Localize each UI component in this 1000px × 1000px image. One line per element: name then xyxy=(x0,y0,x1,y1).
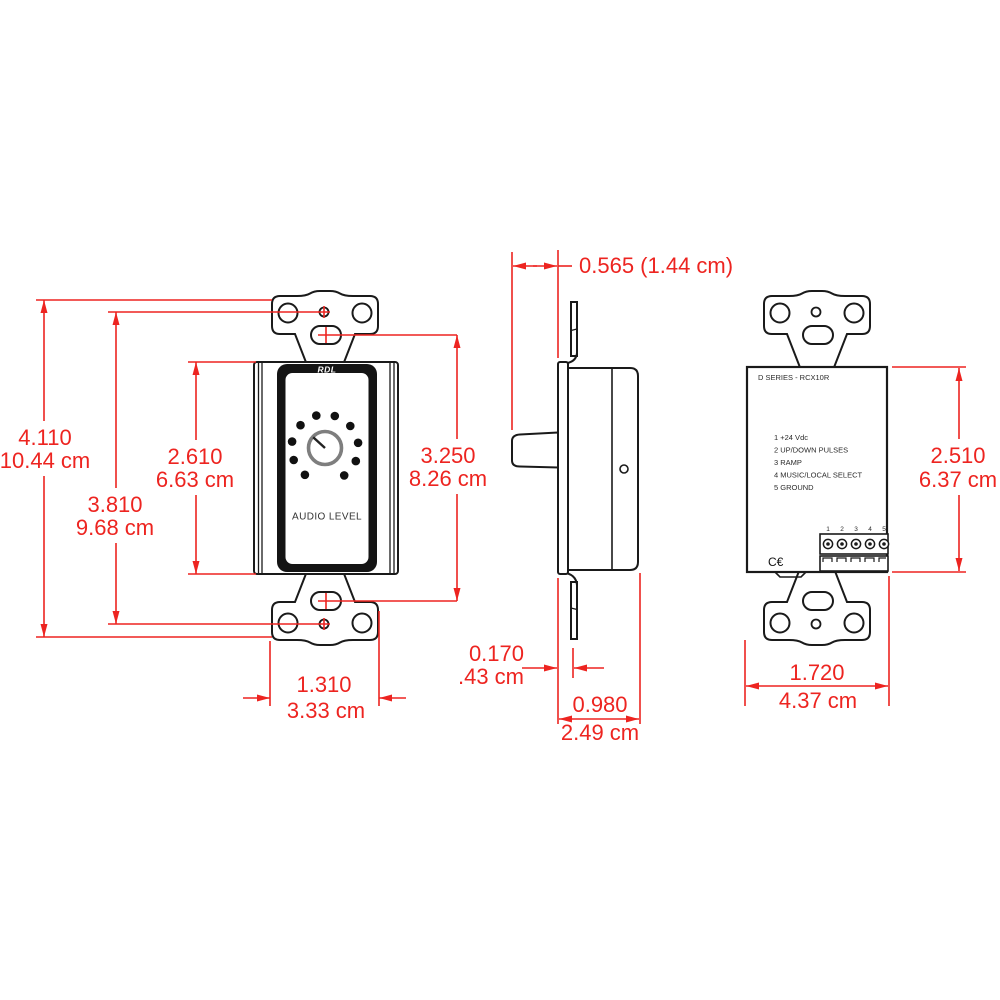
dim-slot-spacing: 3.250 8.26 cm xyxy=(334,334,487,602)
dim-text: 0.980 xyxy=(572,692,627,717)
pin-label: 5 GROUND xyxy=(774,483,814,492)
flange-tick xyxy=(570,328,578,332)
rear-top-mounting-ear xyxy=(763,290,871,371)
pin-label: 3 RAMP xyxy=(774,458,802,467)
dim-text: 2.610 xyxy=(167,444,222,469)
front-top-mounting-ear xyxy=(271,290,379,371)
dim-insert-height: 2.610 6.63 cm xyxy=(156,361,256,575)
brand-logo: RDL xyxy=(318,365,337,375)
dim-text: 8.26 cm xyxy=(409,466,487,491)
dim-text: 0.565 (1.44 cm) xyxy=(579,253,733,278)
terminal-number: 3 xyxy=(854,526,858,533)
dim-text: 3.33 cm xyxy=(287,698,365,723)
side-knob xyxy=(511,431,559,469)
side-body-hole xyxy=(619,464,629,474)
dim-text: 3.810 xyxy=(87,492,142,517)
model-label: D SERIES - RCX10R xyxy=(758,373,830,382)
side-plate-edge xyxy=(557,361,569,575)
ce-mark: C€ xyxy=(768,555,784,569)
rear-snap-tab xyxy=(774,571,807,578)
dim-hole-spacing: 3.810 9.68 cm xyxy=(76,311,319,625)
front-bottom-mounting-ear xyxy=(271,565,379,646)
dim-overall-height: 4.110 10.44 cm xyxy=(0,299,272,638)
terminal-number: 1 xyxy=(826,526,830,533)
side-view xyxy=(511,301,639,640)
rear-bottom-mounting-ear xyxy=(763,565,871,646)
audio-level-label: AUDIO LEVEL xyxy=(292,512,362,523)
dim-text: 1.720 xyxy=(789,660,844,685)
dim-text: 1.310 xyxy=(296,672,351,697)
dim-flange-offset: 0.170 .43 cm xyxy=(458,641,604,689)
dim-knob-depth: 0.565 (1.44 cm) xyxy=(511,250,733,430)
dimension-annotations: 4.110 10.44 cm 3.810 9.68 cm 2.610 6.63 … xyxy=(0,250,997,745)
level-knob xyxy=(287,411,363,480)
terminal-block: 1 2 3 4 5 xyxy=(819,526,890,572)
terminal-number: 2 xyxy=(840,526,844,533)
pin-label: 2 UP/DOWN PULSES xyxy=(774,446,848,455)
terminal-number: 5 xyxy=(882,526,886,533)
dim-text: 0.170 xyxy=(469,641,524,666)
flange-tick xyxy=(570,607,578,611)
front-panel-window xyxy=(285,373,369,564)
pin-label: 1 +24 Vdc xyxy=(774,433,808,442)
rear-view: D SERIES - RCX10R 1 +24 Vdc 2 UP/DOWN PU… xyxy=(745,290,890,646)
pin-legend: 1 +24 Vdc 2 UP/DOWN PULSES 3 RAMP 4 MUSI… xyxy=(774,433,862,492)
dim-text: 9.68 cm xyxy=(76,515,154,540)
dim-body-depth: 0.980 2.49 cm xyxy=(557,573,641,745)
side-body xyxy=(567,367,639,571)
dim-text: 10.44 cm xyxy=(0,448,90,473)
hole-center-marks xyxy=(318,306,334,630)
dim-strap-width: 1.310 3.33 cm xyxy=(243,611,406,723)
side-bottom-flange xyxy=(570,581,578,640)
pin-label: 4 MUSIC/LOCAL SELECT xyxy=(774,471,862,480)
dim-text: 4.37 cm xyxy=(779,688,857,713)
knob-pointer xyxy=(312,436,326,449)
dim-text: 6.37 cm xyxy=(919,467,997,492)
dim-text: 6.63 cm xyxy=(156,467,234,492)
dim-text: .43 cm xyxy=(458,664,524,689)
front-view: RDL AUDIO LEVEL xyxy=(253,290,399,646)
dim-text: 2.49 cm xyxy=(561,720,639,745)
dim-text: 3.250 xyxy=(420,443,475,468)
dim-text: 4.110 xyxy=(18,425,71,450)
dim-module-width: 1.720 4.37 cm xyxy=(744,576,890,713)
dim-module-height: 2.510 6.37 cm xyxy=(892,366,997,573)
dim-text: 2.510 xyxy=(930,443,985,468)
terminal-number: 4 xyxy=(868,526,872,533)
